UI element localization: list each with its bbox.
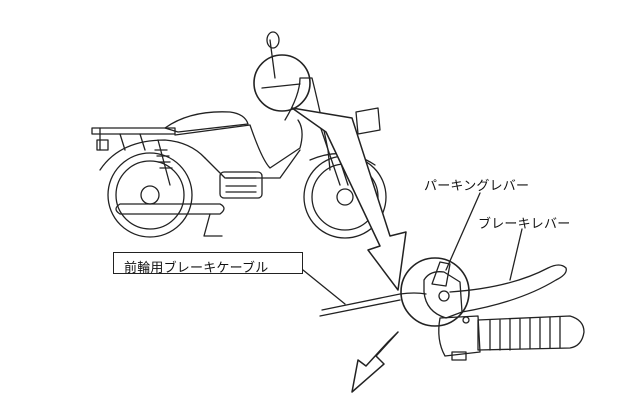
pull-direction-arrow <box>351 331 399 393</box>
lever-assembly <box>319 261 585 361</box>
leader-brake <box>509 228 523 281</box>
leader-parking <box>445 192 481 271</box>
cable-label-box <box>113 252 303 274</box>
leader-cable <box>302 269 346 305</box>
parking-lever-label: パーキングレバー <box>424 179 530 194</box>
brake-cable <box>321 292 427 311</box>
motorcycle-illustration <box>91 31 387 239</box>
rear-wheel <box>107 152 193 238</box>
brake-lever-shape <box>449 264 567 313</box>
handlebar-detail-circle <box>253 54 311 112</box>
brake-lever-label: ブレーキレバー <box>478 217 571 232</box>
engine <box>219 171 263 199</box>
handle-grip <box>477 315 585 351</box>
parking-lever-shape <box>431 261 451 287</box>
zoom-arrow <box>291 107 407 291</box>
lever-detail-circle <box>400 257 470 327</box>
front-brake-cable-label: 前輪用ブレーキケーブル <box>124 261 269 276</box>
